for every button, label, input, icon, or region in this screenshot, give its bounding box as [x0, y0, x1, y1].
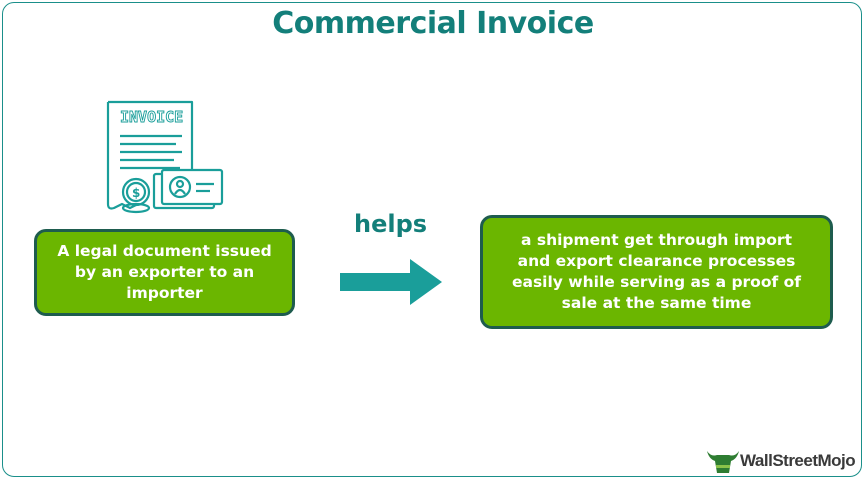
page-title: Commercial Invoice: [272, 6, 594, 41]
purpose-box: a shipment get through import and export…: [480, 215, 833, 329]
connector-label: helps: [354, 210, 428, 238]
invoice-icon-label: INVOICE: [120, 108, 183, 126]
purpose-text: a shipment get through import and export…: [511, 231, 802, 312]
definition-text: A legal document issued by an exporter t…: [57, 242, 272, 302]
invoice-icon: INVOICE $: [106, 100, 224, 214]
brand-name: WallStreetMojo: [740, 451, 856, 470]
right-arrow-icon: [340, 259, 442, 305]
svg-text:$: $: [132, 186, 140, 200]
bull-logo-icon: [707, 451, 739, 473]
definition-box: A legal document issued by an exporter t…: [34, 229, 295, 316]
